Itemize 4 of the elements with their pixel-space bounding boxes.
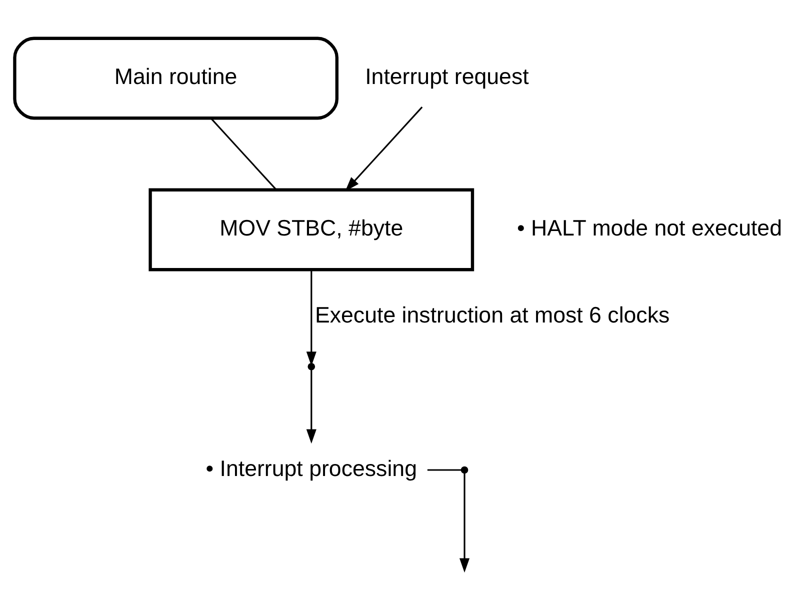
node-text: Interrupt request bbox=[365, 64, 529, 89]
edge-label: Execute instruction at most 6 clocks bbox=[314, 302, 670, 328]
node-label: • HALT mode not executed bbox=[517, 215, 782, 240]
node-text: • Interrupt processing bbox=[206, 455, 417, 480]
